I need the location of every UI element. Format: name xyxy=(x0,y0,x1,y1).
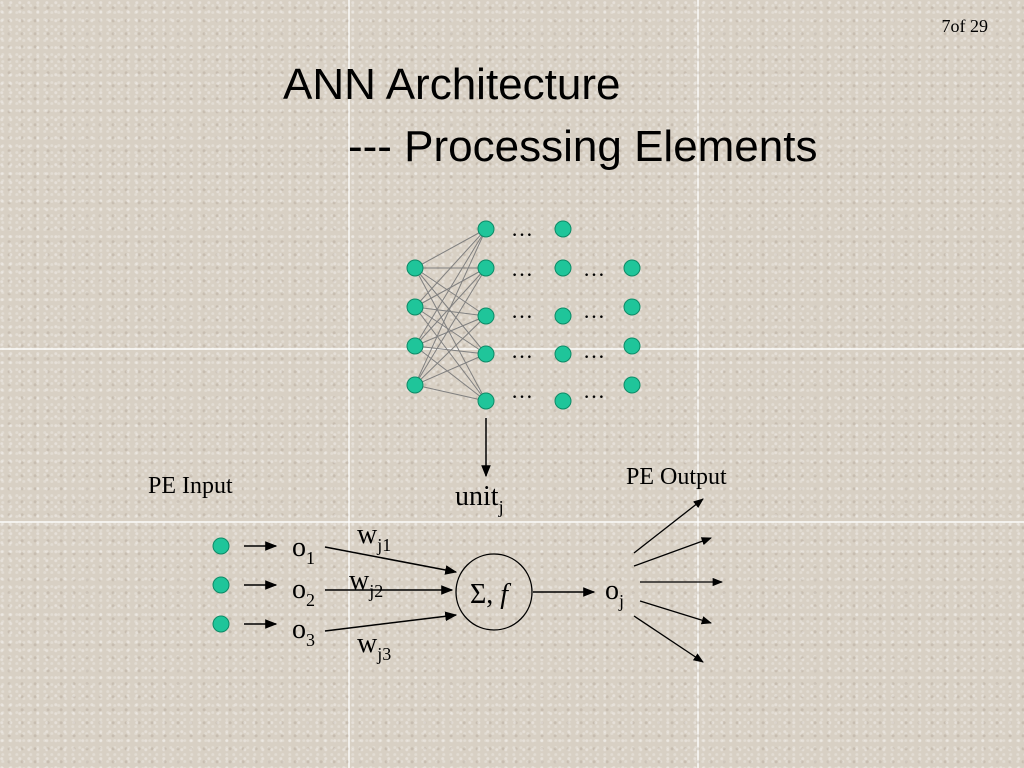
weight-label-1: wj1 xyxy=(357,519,391,555)
input-label-1: o1 xyxy=(292,532,315,568)
weight-label-2: wj2 xyxy=(349,565,383,601)
weight-label-3: wj3 xyxy=(357,628,391,664)
unit-label: unitj xyxy=(455,481,504,517)
network-node-l4-4 xyxy=(623,376,641,394)
fanout-arrow-1 xyxy=(633,498,704,554)
network-node-l3-5 xyxy=(554,392,572,410)
fanout-arrow-2 xyxy=(633,537,712,567)
network-node-l3-2 xyxy=(554,259,572,277)
pe-input-label: PE Input xyxy=(148,473,233,499)
connection-line xyxy=(414,345,487,402)
ellipsis-9: … xyxy=(583,378,605,403)
ellipsis-7: … xyxy=(583,298,605,323)
sum-function-label: Σ, f xyxy=(470,579,511,610)
network-node-l2-3 xyxy=(477,307,495,325)
ellipsis-1: … xyxy=(511,216,533,241)
connection-line xyxy=(414,315,487,386)
input-node-2 xyxy=(212,576,230,594)
network-node-l3-3 xyxy=(554,307,572,325)
connection-line xyxy=(414,228,487,308)
network-node-l1-4 xyxy=(406,376,424,394)
connection-line xyxy=(414,306,487,317)
network-node-l3-1 xyxy=(554,220,572,238)
weight-arrow-3 xyxy=(324,611,458,632)
network-node-l3-4 xyxy=(554,345,572,363)
connection-line xyxy=(414,267,487,386)
fanout-arrow-5 xyxy=(633,615,704,663)
input-label-2: o2 xyxy=(292,574,315,610)
input-label-3: o3 xyxy=(292,614,315,650)
network-node-l4-2 xyxy=(623,298,641,316)
connection-line xyxy=(414,384,487,402)
ellipsis-8: … xyxy=(583,338,605,363)
connection-line xyxy=(414,267,487,317)
network-node-l2-1 xyxy=(477,220,495,238)
slide-title-line1: ANN Architecture xyxy=(283,60,621,109)
pe-output-label: PE Output xyxy=(626,464,727,490)
network-connections xyxy=(414,228,487,402)
network-node-l2-5 xyxy=(477,392,495,410)
network-node-l2-4 xyxy=(477,345,495,363)
output-label: oj xyxy=(605,575,624,611)
connection-line xyxy=(414,306,487,402)
network-node-l4-1 xyxy=(623,259,641,277)
network-ellipses: … … … … … … … … … xyxy=(511,216,605,403)
ellipsis-3: … xyxy=(511,298,533,323)
ellipsis-4: … xyxy=(511,338,533,363)
input-node-1 xyxy=(212,537,230,555)
network-node-l1-2 xyxy=(406,298,424,316)
network-node-l1-3 xyxy=(406,337,424,355)
connection-line xyxy=(414,228,487,269)
ellipsis-2: … xyxy=(511,256,533,281)
connection-line xyxy=(414,267,487,402)
ellipsis-6: … xyxy=(583,256,605,281)
sum-function-node xyxy=(455,553,533,631)
network-node-l4-3 xyxy=(623,337,641,355)
ellipsis-5: … xyxy=(511,378,533,403)
network-node-l1-1 xyxy=(406,259,424,277)
connection-line xyxy=(414,228,487,386)
network-node-l2-2 xyxy=(477,259,495,277)
connection-line xyxy=(414,315,487,347)
fanout-arrow-4 xyxy=(639,600,712,625)
input-node-3 xyxy=(212,615,230,633)
connection-line xyxy=(414,353,487,386)
connection-line xyxy=(414,228,487,347)
slide-title-line2: --- Processing Elements xyxy=(348,122,818,171)
weight-arrow-1 xyxy=(324,546,458,575)
page-number: 7of 29 xyxy=(941,16,989,36)
network-nodes xyxy=(406,220,641,410)
